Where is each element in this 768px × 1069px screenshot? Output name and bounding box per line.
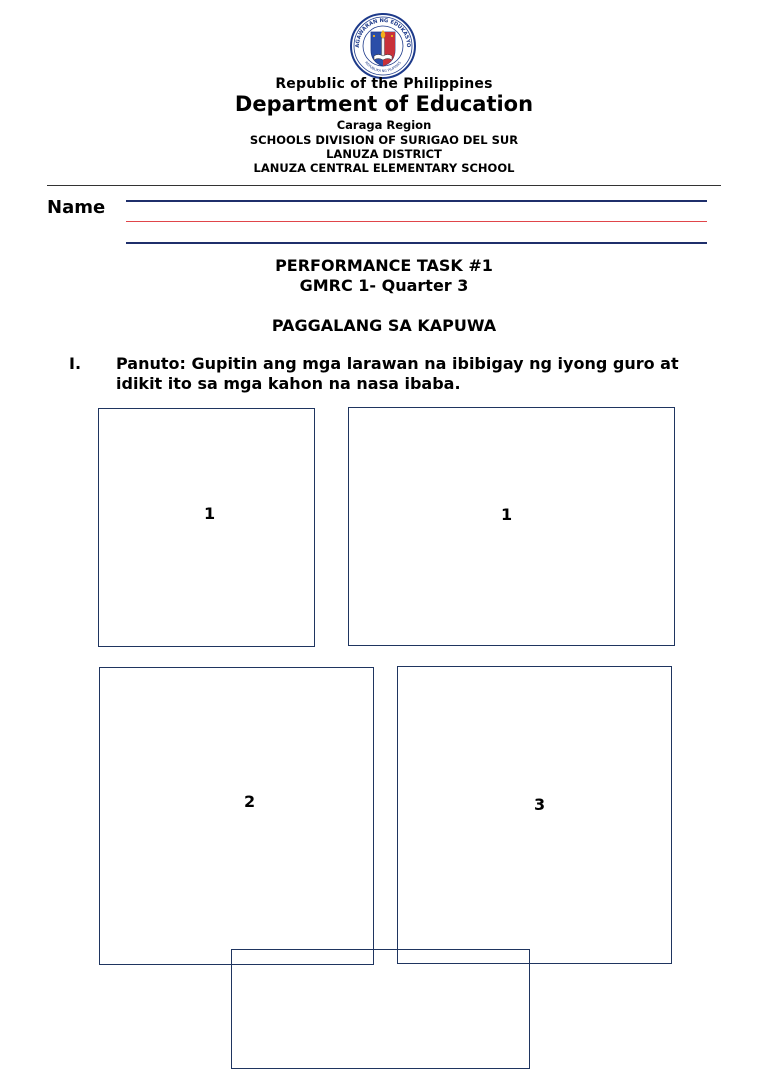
school-text: LANUZA CENTRAL ELEMENTARY SCHOOL <box>253 161 515 175</box>
name-label: Name <box>47 197 106 218</box>
paste-box[interactable] <box>231 949 530 1069</box>
department-heading: Department of Education <box>234 92 534 116</box>
box-number: 2 <box>244 792 256 811</box>
box-number: 1 <box>501 505 513 524</box>
paste-box[interactable]: 3 <box>397 666 672 964</box>
paste-box[interactable]: 2 <box>99 667 374 965</box>
header-divider <box>47 185 721 186</box>
box-number: 3 <box>534 795 546 814</box>
division-text: SCHOOLS DIVISION OF SURIGAO DEL SUR <box>249 133 519 147</box>
name-line-bottom <box>126 242 707 244</box>
paste-box[interactable]: 1 <box>348 407 675 646</box>
district-text: LANUZA DISTRICT <box>326 147 442 161</box>
deped-seal-icon: KAGAWARAN NG EDUKASYON REPUBLIKA NG PILI… <box>345 8 419 80</box>
instruction-number: I. <box>69 354 82 373</box>
task-subject: GMRC 1- Quarter 3 <box>299 276 469 295</box>
region-text: Caraga Region <box>336 118 432 132</box>
box-number: 1 <box>204 504 216 523</box>
name-line-top <box>126 200 707 202</box>
name-writing-lines[interactable] <box>126 200 707 246</box>
name-line-middle <box>126 221 707 222</box>
task-topic: PAGGALANG SA KAPUWA <box>271 316 497 335</box>
task-title: PERFORMANCE TASK #1 <box>275 256 493 275</box>
instruction-text: Panuto: Gupitin ang mga larawan na ibibi… <box>116 354 679 393</box>
paste-box[interactable]: 1 <box>98 408 315 647</box>
republic-heading: Republic of the Philippines <box>275 76 493 92</box>
